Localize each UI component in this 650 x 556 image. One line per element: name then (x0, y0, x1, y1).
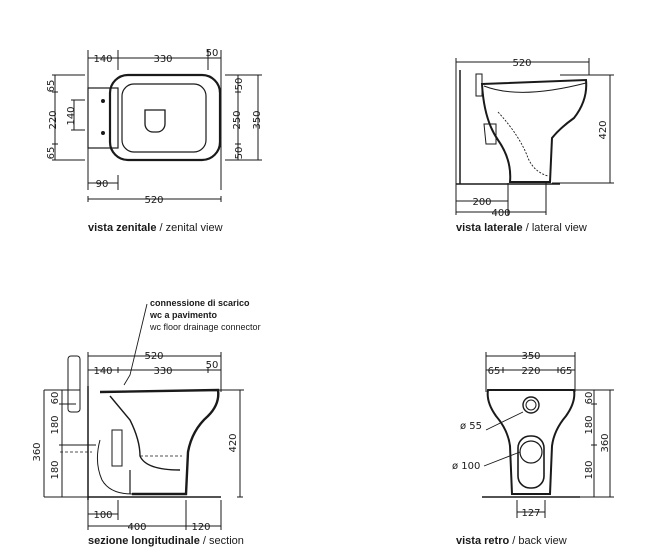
zenital-dim-140-top: 140 (93, 54, 112, 65)
section-dim-180-left-upper: 180 (50, 415, 61, 434)
back-view-drawing (482, 352, 614, 518)
section-dim-420-right: 420 (228, 433, 239, 452)
zenital-dim-140-left: 140 (66, 106, 77, 125)
section-note-line2: wc a pavimento (149, 310, 218, 320)
lateral-dim-420-right: 420 (598, 120, 609, 139)
section-caption: sezione longitudinale / section (88, 535, 244, 547)
lateral-view-drawing (455, 58, 614, 215)
back-dim-180-right-upper: 180 (584, 415, 595, 434)
section-dim-50-top: 50 (206, 360, 219, 371)
zenital-dim-90-bottom: 90 (96, 179, 109, 190)
section-dim-520-top: 520 (144, 351, 163, 362)
section-view-drawing (43, 303, 244, 530)
section-dim-360-left: 360 (32, 442, 43, 461)
back-dim-127-bottom: 127 (521, 508, 540, 519)
back-dim-350-top: 350 (521, 351, 540, 362)
section-dim-180-left-lower: 180 (50, 460, 61, 479)
lateral-dim-400-bottom: 400 (491, 208, 510, 219)
back-dim-diameter-100: ø 100 (452, 461, 480, 472)
back-dim-60-right: 60 (584, 392, 595, 405)
lateral-dim-200-bottom: 200 (472, 197, 491, 208)
back-dim-180-right-lower: 180 (584, 460, 595, 479)
lateral-caption: vista laterale / lateral view (456, 222, 587, 234)
section-dim-120-bottom: 120 (191, 522, 210, 533)
lateral-dim-520-top: 520 (512, 58, 531, 69)
zenital-dim-65-left-top: 65 (46, 80, 57, 93)
zenital-dim-250-right: 250 (232, 110, 243, 129)
section-note-line1: connessione di scarico (150, 298, 250, 308)
zenital-caption: vista zenitale / zenital view (88, 222, 223, 234)
zenital-dim-220-left: 220 (48, 110, 59, 129)
zenital-dim-330-top: 330 (153, 54, 172, 65)
section-dim-140-top: 140 (93, 366, 112, 377)
back-caption: vista retro / back view (456, 535, 567, 547)
section-note-line3: wc floor drainage connector (149, 322, 261, 332)
zenital-dim-520-bottom: 520 (144, 195, 163, 206)
section-dim-330-top: 330 (153, 366, 172, 377)
back-dim-360-right: 360 (600, 433, 611, 452)
section-dim-60-left: 60 (50, 392, 61, 405)
back-dim-65-top-right: 65 (560, 366, 573, 377)
back-dim-65-top-left: 65 (488, 366, 501, 377)
zenital-view-drawing (52, 50, 262, 202)
zenital-dim-50-top: 50 (206, 48, 219, 59)
zenital-dim-50-right-top: 50 (234, 78, 245, 91)
zenital-dim-50-right-bottom: 50 (234, 147, 245, 160)
section-dim-100-bottom: 100 (93, 510, 112, 521)
zenital-dim-65-left-bottom: 65 (46, 147, 57, 160)
back-dim-diameter-55: ø 55 (460, 421, 482, 432)
back-dim-220-top: 220 (521, 366, 540, 377)
zenital-dim-350-right: 350 (252, 110, 263, 129)
section-dim-400-bottom: 400 (127, 522, 146, 533)
